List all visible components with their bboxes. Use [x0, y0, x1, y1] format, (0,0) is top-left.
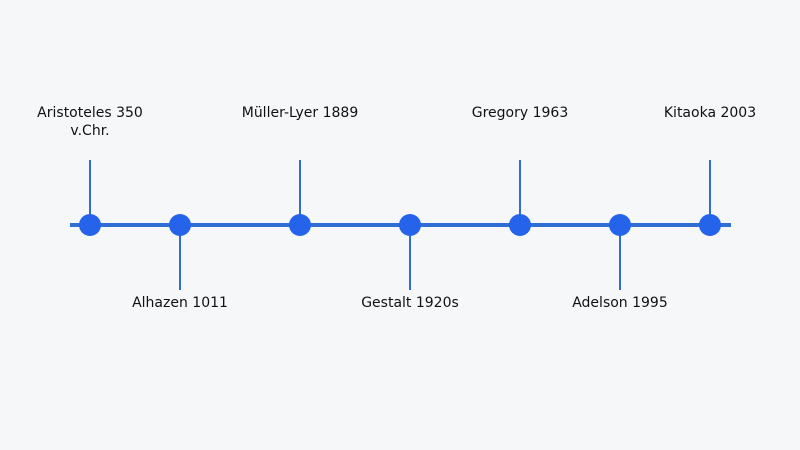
- event-label: Gestalt 1920s: [361, 295, 459, 311]
- timeline-markers: [79, 214, 721, 236]
- event-marker: [169, 214, 191, 236]
- event-marker: [699, 214, 721, 236]
- event-label: Adelson 1995: [572, 295, 668, 311]
- event-label: Kitaoka 2003: [663, 105, 757, 121]
- event-marker: [399, 214, 421, 236]
- event-marker: [289, 214, 311, 236]
- event-marker: [79, 214, 101, 236]
- event-label: Alhazen 1011: [132, 295, 228, 311]
- event-label: Gregory 1963: [471, 105, 569, 121]
- event-marker: [509, 214, 531, 236]
- event-label: Müller-Lyer 1889: [241, 105, 359, 121]
- event-marker: [609, 214, 631, 236]
- event-label: Aristoteles 350 v.Chr.: [37, 105, 143, 139]
